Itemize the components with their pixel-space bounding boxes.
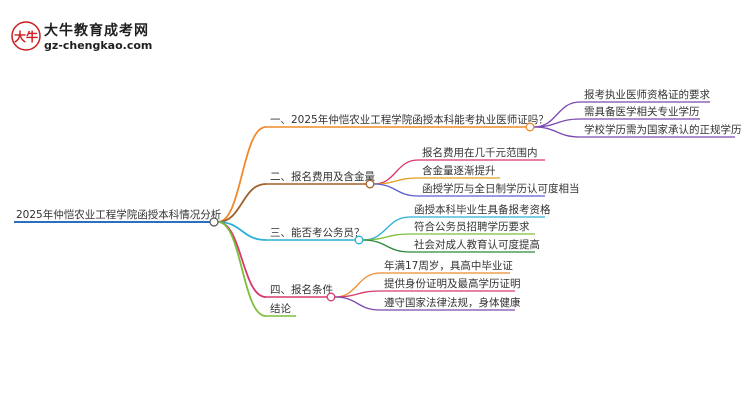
branch-2-leaf-1: 报名费用在几千元范围内 [422,146,538,159]
branch-4-dot [326,292,336,302]
branch-4-leaf-2: 提供身份证明及最高学历证明 [384,277,521,290]
logo-badge-text: 大牛 [14,29,38,44]
branch-4-label: 四、报名条件 [270,283,333,296]
site-logo[interactable]: 大牛 大牛教育成考网 gz-chengkao.com [10,18,160,54]
branch-3-leaf-1: 函授本科毕业生具备报考资格 [414,203,551,216]
branch-1-label: 一、2025年仲恺农业工程学院函授本科能考执业医师证吗？ [270,113,549,126]
root-node-dot [209,217,219,227]
branch-2-dot [365,179,375,189]
branch-3-dot [354,235,364,245]
branch-4-leaf-1: 年满17周岁，具高中毕业证 [384,259,513,272]
branch-2-leaf-3: 函授学历与全日制学历认可度相当 [422,182,580,195]
branch-4-leaf-3: 遵守国家法律法规，身体健康 [384,296,521,309]
branch-3-label: 三、能否考公务员？ [270,226,365,239]
branch-2-leaf-2: 含金量逐渐提升 [422,164,496,177]
branch-3-leaf-3: 社会对成人教育认可度提高 [414,238,540,251]
branch-1-dot [525,122,535,132]
mind-map-edges [14,101,735,317]
logo-badge-icon: 大牛 [11,21,41,51]
logo-url: gz-chengkao.com [44,39,153,52]
branch-5-label: 结论 [270,302,291,315]
branch-1-leaf-3: 学校学历需为国家承认的正规学历 [584,123,742,136]
root-topic: 2025年仲恺农业工程学院函授本科情况分析 [16,208,222,221]
branch-1-leaf-2: 需具备医学相关专业学历 [584,105,700,118]
branch-3-leaf-2: 符合公务员招聘学历要求 [414,220,530,233]
mind-map-nodes: 2025年仲恺农业工程学院函授本科情况分析 一、2025年仲恺农业工程学院函授本科… [16,88,742,315]
branch-1-leaf-1: 报考执业医师资格证的要求 [584,88,710,101]
logo-title: 大牛教育成考网 [44,23,149,39]
branch-2-label: 二、报名费用及含金量 [270,170,375,183]
